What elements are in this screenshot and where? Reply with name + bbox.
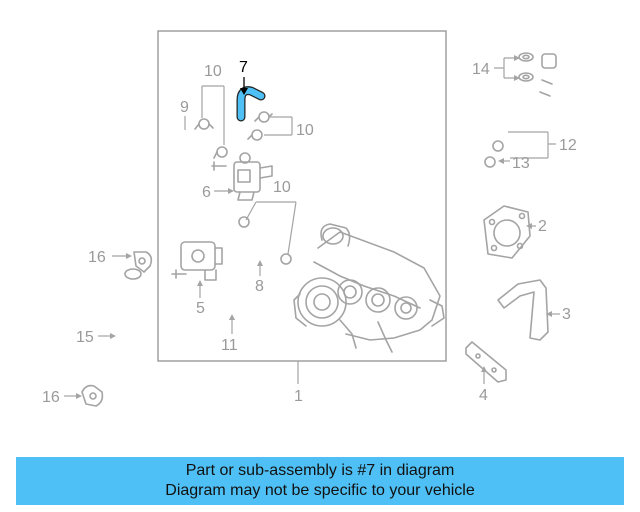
part-10-clamps-upper bbox=[194, 111, 273, 159]
turbocharger-assembly bbox=[293, 223, 445, 353]
svg-text:16: 16 bbox=[88, 249, 106, 266]
svg-text:10: 10 bbox=[296, 122, 314, 139]
svg-text:8: 8 bbox=[255, 278, 264, 295]
callout-11: 11 bbox=[221, 314, 238, 354]
callout-16-upper: 16 bbox=[88, 249, 132, 266]
part-16-gasket-upper bbox=[133, 251, 153, 273]
svg-text:10: 10 bbox=[204, 63, 222, 80]
callout-10-upper-left: 10 bbox=[201, 63, 225, 145]
callout-10-upper-right: 10 bbox=[264, 116, 314, 139]
assembly-frame bbox=[157, 30, 447, 362]
part-5-actuator bbox=[171, 241, 223, 281]
part-16-gasket-lower bbox=[81, 384, 104, 407]
part-4-bracket bbox=[465, 341, 507, 383]
svg-text:6: 6 bbox=[202, 184, 211, 201]
callout-4: 4 bbox=[479, 366, 488, 404]
caption-line-2: Diagram may not be specific to your vehi… bbox=[165, 482, 475, 499]
callout-8: 8 bbox=[255, 260, 264, 295]
svg-text:4: 4 bbox=[479, 387, 488, 404]
svg-text:7: 7 bbox=[239, 59, 248, 76]
callout-13: 13 bbox=[498, 155, 530, 172]
callout-10-middle: 10 bbox=[245, 179, 297, 255]
callout-6: 6 bbox=[202, 184, 234, 201]
svg-text:13: 13 bbox=[512, 155, 530, 172]
callout-5: 5 bbox=[196, 280, 205, 317]
caption-banner: Part or sub-assembly is #7 in diagram Di… bbox=[16, 457, 624, 505]
part-8-hose bbox=[237, 216, 292, 265]
svg-text:16: 16 bbox=[42, 389, 60, 406]
parts-diagram: 7 10 10 9 6 bbox=[42, 30, 580, 407]
callout-15: 15 bbox=[76, 329, 116, 346]
part-15-coolant-line bbox=[98, 260, 142, 400]
callout-14: 14 bbox=[472, 55, 520, 81]
svg-text:1: 1 bbox=[294, 388, 303, 405]
part-14-washers bbox=[518, 52, 534, 82]
callout-7[interactable]: 7 bbox=[239, 59, 248, 95]
svg-text:5: 5 bbox=[196, 300, 205, 317]
callout-9: 9 bbox=[180, 99, 189, 130]
part-11-hose bbox=[226, 273, 246, 312]
svg-text:12: 12 bbox=[559, 137, 577, 154]
callout-3: 3 bbox=[546, 306, 571, 323]
svg-text:9: 9 bbox=[180, 99, 189, 116]
part-9-hose bbox=[179, 133, 215, 159]
callout-12: 12 bbox=[508, 131, 577, 159]
callout-2: 2 bbox=[526, 218, 547, 235]
caption-line-1: Part or sub-assembly is #7 in diagram bbox=[185, 462, 455, 479]
part-3-bracket bbox=[497, 279, 549, 341]
svg-text:10: 10 bbox=[273, 179, 291, 196]
svg-text:15: 15 bbox=[76, 329, 94, 346]
part-2-gasket bbox=[483, 205, 531, 259]
svg-text:14: 14 bbox=[472, 61, 490, 78]
part-12-oil-line bbox=[484, 34, 580, 168]
part-6-valve bbox=[211, 152, 273, 201]
svg-text:3: 3 bbox=[562, 306, 571, 323]
callout-1: 1 bbox=[294, 361, 303, 405]
callout-16-lower: 16 bbox=[42, 389, 82, 406]
svg-text:2: 2 bbox=[538, 218, 547, 235]
svg-text:11: 11 bbox=[221, 337, 238, 354]
